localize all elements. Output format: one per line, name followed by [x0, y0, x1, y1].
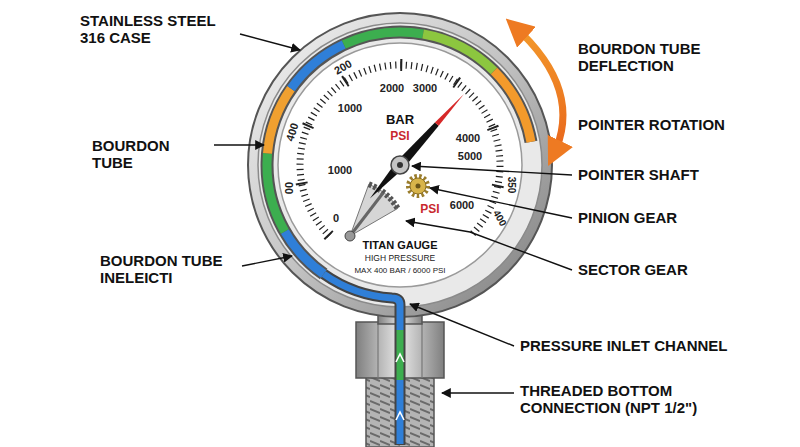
sector-gear: [350, 184, 398, 236]
scale-number: 350: [506, 177, 517, 194]
scale-number: 6000: [450, 199, 474, 211]
scale-unit: PSI: [420, 203, 439, 216]
flow-arrow: [396, 354, 404, 362]
leader-line: [410, 304, 514, 346]
scale-number: 5000: [458, 150, 482, 162]
case-inner-ring: [258, 23, 542, 307]
pointer-shaft: [391, 156, 409, 174]
inlet-channel-outline: [324, 274, 400, 445]
callout-label: STAINLESS STEEL 316 CASE: [80, 12, 235, 47]
threaded-connection: [366, 376, 434, 447]
scale-number: 1000: [328, 164, 352, 176]
scale-unit: BAR: [386, 113, 414, 127]
hex-facet: [421, 322, 422, 378]
callout-label: PRESSURE INLET CHANNEL: [520, 337, 790, 354]
scale-unit: PSI: [390, 130, 409, 143]
deflection-arrow: [514, 26, 563, 156]
sector-pivot: [345, 231, 355, 241]
pinion-gear: [410, 178, 426, 194]
callout-label: POINTER SHAFT: [578, 166, 788, 183]
scale-number: 0: [333, 212, 339, 224]
callout-label: BOURDON TUBE DEFLECTION: [578, 40, 768, 75]
bourdon-tube: [344, 32, 423, 45]
scale-number: 1000: [338, 102, 362, 114]
hex-facet: [377, 322, 378, 378]
brand-name: TITAN GAUGE: [363, 239, 438, 251]
callout-label: BOURDON TUBE INELEICTI: [100, 252, 235, 287]
callout-label: THREADED BOTTOM CONNECTION (NPT 1/2"): [520, 382, 760, 417]
gauge-case: [248, 13, 552, 317]
pinion-axle: [416, 184, 421, 189]
scale-number: 400: [284, 121, 301, 142]
inlet-flow: [324, 274, 400, 330]
scale-number: 3000: [413, 82, 437, 94]
pointer: [370, 122, 439, 198]
inlet-flow: [397, 380, 404, 444]
rating-note: HIGH PRESSURE: [365, 254, 435, 263]
callout-label: SECTOR GEAR: [578, 261, 788, 278]
scale-number: 00: [283, 182, 295, 194]
scale-number: 200: [332, 57, 354, 77]
major-ticks: [300, 65, 500, 236]
rating-note: MAX 400 BAR / 6000 PSI: [354, 267, 445, 276]
leader-line: [214, 144, 264, 145]
callout-label: PINION GEAR: [578, 209, 788, 226]
inlet-flow: [397, 330, 404, 380]
flow-arrow: [396, 412, 404, 420]
pointer-shaft-center: [397, 162, 403, 168]
pointer-tip: [435, 94, 464, 126]
leader-line: [442, 392, 514, 393]
dial-face: [278, 43, 522, 287]
scale-number: 400: [491, 208, 509, 228]
scale-number: 4000: [456, 132, 480, 144]
callout-label: POINTER ROTATION: [578, 116, 788, 133]
leader-line: [240, 34, 300, 50]
pinion-gear-teeth: [408, 176, 428, 196]
minor-ticks: [300, 65, 500, 236]
leader-line: [412, 166, 572, 175]
scale-number: 2000: [380, 82, 404, 94]
leader-line: [242, 256, 292, 266]
callout-label: BOURDON TUBE: [92, 137, 212, 172]
sector-gear-arm: [350, 193, 383, 236]
